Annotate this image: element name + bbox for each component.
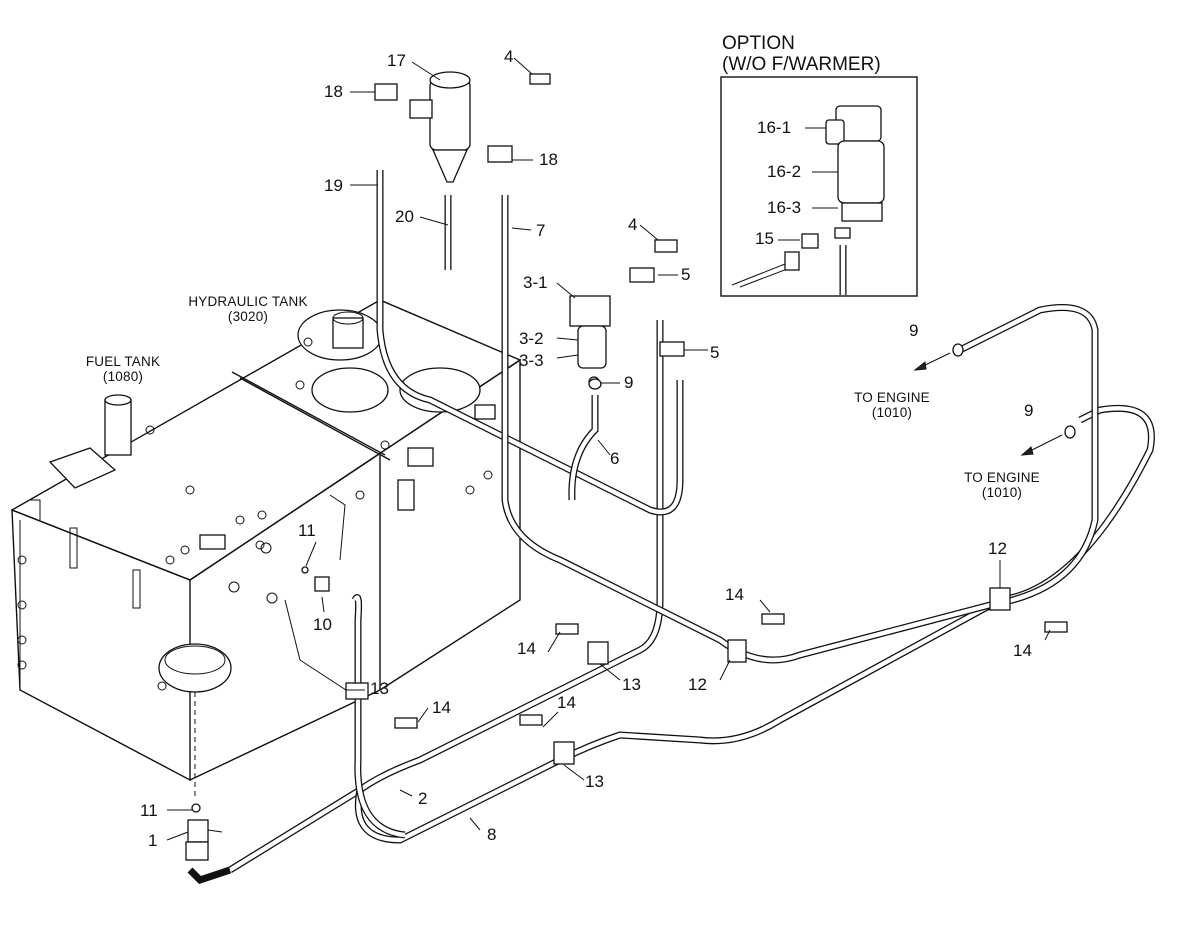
part-label-5-lower: 5 xyxy=(710,343,720,362)
part-label-11-lower: 11 xyxy=(140,801,158,820)
part-label-16-3: 16-3 xyxy=(767,198,802,217)
option-title: OPTION xyxy=(722,33,795,54)
part-label-6: 6 xyxy=(610,449,620,468)
part-label-14-c: 14 xyxy=(432,698,451,717)
components xyxy=(185,71,1076,861)
hydraulic-tank-caption: HYDRAULIC TANK (3020) xyxy=(178,294,318,324)
part-label-16-2: 16-2 xyxy=(767,162,802,181)
part-label-13-mid: 13 xyxy=(622,675,641,694)
part-label-9-filter: 9 xyxy=(624,373,634,392)
tank-assembly xyxy=(10,299,522,782)
part-label-9-lower: 9 xyxy=(1024,401,1034,420)
hydraulic-tank-code: (3020) xyxy=(227,309,269,324)
part-label-20: 20 xyxy=(395,207,414,226)
part-label-13-left: 13 xyxy=(370,679,389,698)
fuel-tank-name: FUEL TANK xyxy=(85,354,161,369)
part-label-17: 17 xyxy=(387,51,406,70)
part-label-14-e: 14 xyxy=(1013,641,1032,660)
part-label-19: 19 xyxy=(324,176,343,195)
part-label-1: 1 xyxy=(148,831,158,850)
leader-lines xyxy=(166,57,1051,841)
part-label-12-right: 12 xyxy=(988,539,1007,558)
to-engine-caption-a: TO ENGINE (1010) xyxy=(842,390,942,420)
part-label-18-left: 18 xyxy=(324,82,343,101)
hose-lines xyxy=(187,170,1155,885)
part-label-9-upper: 9 xyxy=(909,321,919,340)
part-label-18-right: 18 xyxy=(539,150,558,169)
part-label-5-upper: 5 xyxy=(681,265,691,284)
part-label-3-2: 3-2 xyxy=(519,329,544,348)
fuel-tank-code: (1080) xyxy=(102,369,144,384)
part-label-8: 8 xyxy=(487,825,497,844)
option-box xyxy=(720,76,918,297)
part-label-4-top: 4 xyxy=(504,47,514,66)
fuel-tank-caption: FUEL TANK (1080) xyxy=(73,354,173,384)
to-engine-a-text: TO ENGINE xyxy=(854,390,930,405)
to-engine-a-code: (1010) xyxy=(871,405,913,420)
to-engine-caption-b: TO ENGINE (1010) xyxy=(952,470,1052,500)
part-label-12-mid: 12 xyxy=(688,675,707,694)
part-label-14-b: 14 xyxy=(725,585,744,604)
part-label-3-3: 3-3 xyxy=(519,351,544,370)
part-label-4-mid: 4 xyxy=(628,215,638,234)
part-label-2: 2 xyxy=(418,789,428,808)
part-label-11-upper: 11 xyxy=(298,521,316,540)
hydraulic-tank-name: HYDRAULIC TANK xyxy=(188,294,308,309)
part-label-13-low: 13 xyxy=(585,772,604,791)
part-label-14-d: 14 xyxy=(557,693,576,712)
to-engine-b-text: TO ENGINE xyxy=(964,470,1040,485)
part-label-10: 10 xyxy=(313,615,332,634)
option-subtitle: (W/O F/WARMER) xyxy=(722,54,881,75)
part-label-3-1: 3-1 xyxy=(523,273,548,292)
part-label-15: 15 xyxy=(755,229,774,248)
part-label-14-a: 14 xyxy=(517,639,536,658)
part-label-16-1: 16-1 xyxy=(757,118,792,137)
to-engine-b-code: (1010) xyxy=(981,485,1023,500)
part-label-7: 7 xyxy=(536,221,546,240)
